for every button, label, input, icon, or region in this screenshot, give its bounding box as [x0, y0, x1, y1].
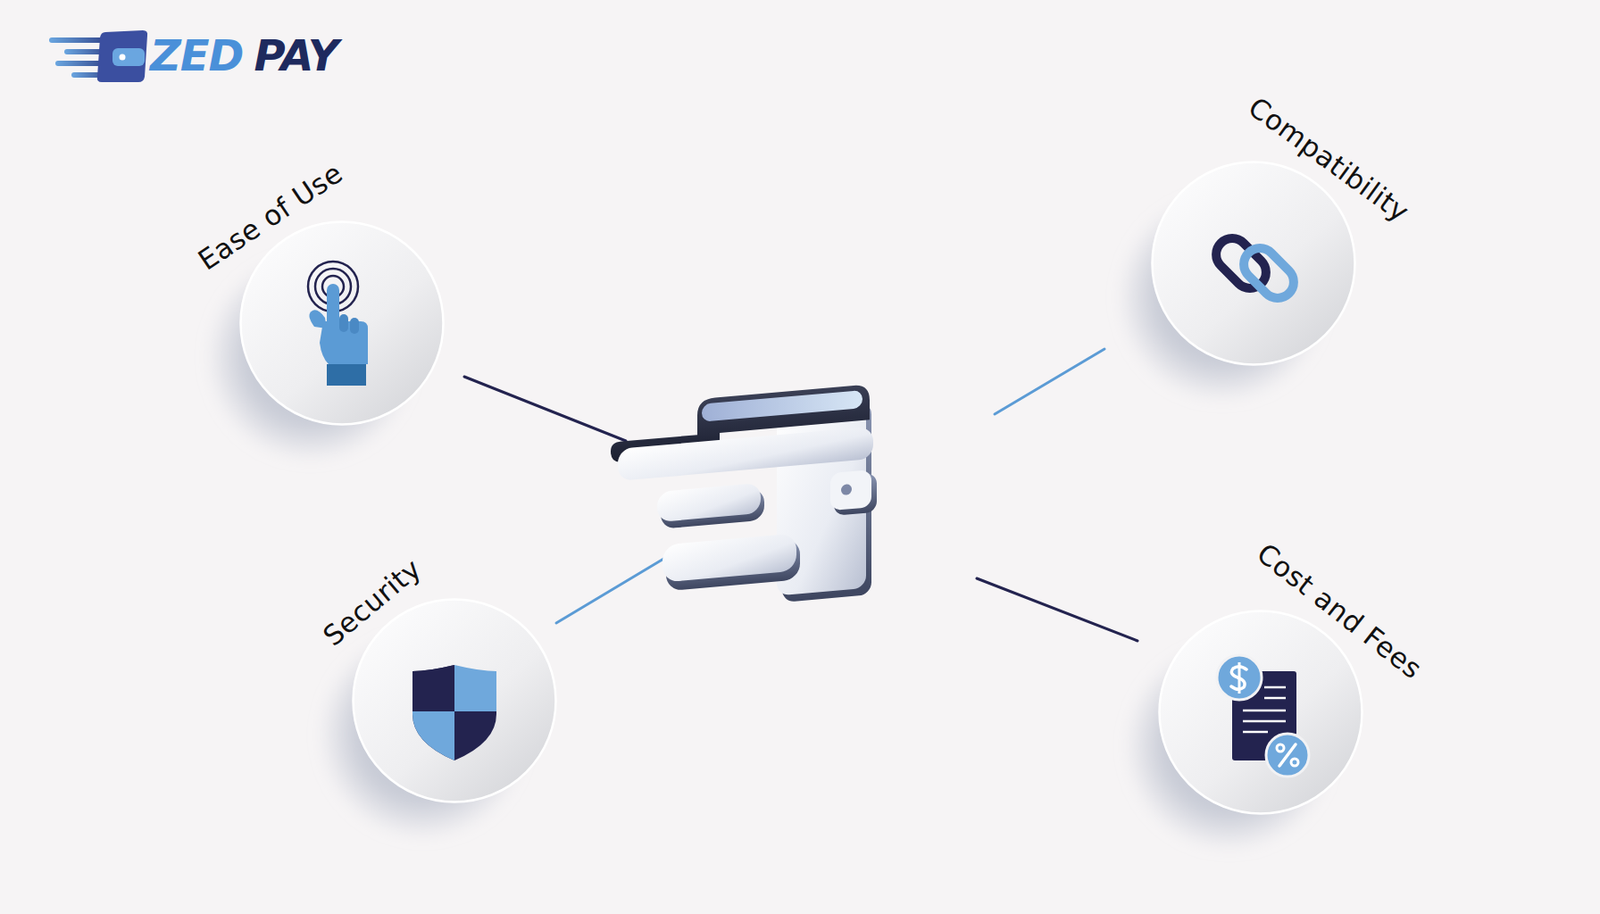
feature-circle: Cost and Fees: [1158, 609, 1364, 816]
wallet-illustration: [610, 383, 877, 618]
circle-outline: [351, 598, 558, 804]
leader-lines: [464, 349, 1138, 642]
feature-circle: Security: [351, 598, 558, 804]
logo-word: PAY: [253, 32, 338, 80]
circle-outline: [1158, 609, 1364, 816]
circle-outline: [239, 220, 445, 426]
feature-circle: Ease of Use: [239, 220, 445, 426]
logo-word: ZED: [150, 32, 243, 80]
feature-circle: Compatibility: [1150, 160, 1357, 367]
logo-mark: [49, 30, 148, 83]
circle-outline: [1150, 160, 1357, 367]
